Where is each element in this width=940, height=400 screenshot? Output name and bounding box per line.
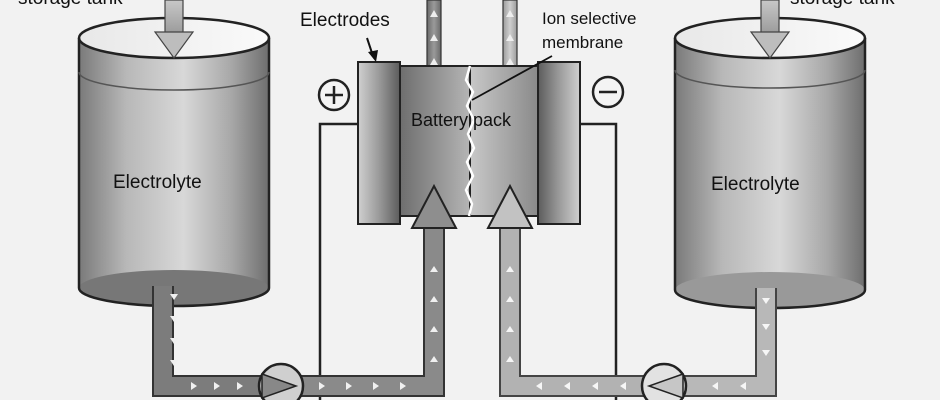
electrodes-label: Electrodes — [300, 10, 390, 31]
battery-pack — [399, 65, 539, 217]
left-inflow-arrow-icon — [410, 183, 458, 229]
top-return-pipes — [426, 0, 518, 85]
external-circuit-wires — [318, 122, 618, 400]
right-electrolyte-pipe — [486, 183, 777, 397]
right-pump-icon — [640, 362, 688, 400]
left-tank-inflow-arrow — [153, 0, 195, 60]
membrane-pointer-line — [471, 55, 553, 101]
electrodes-pointer-arrow — [366, 37, 378, 62]
right-inflow-arrow-icon — [486, 183, 534, 229]
left-storage-tank — [77, 16, 271, 308]
plus-circle-icon — [317, 78, 351, 112]
minus-circle-icon — [591, 75, 625, 109]
left-electrolyte-label: Electrolyte — [113, 172, 202, 193]
left-electrolyte-pipe — [152, 183, 458, 397]
electrodes — [357, 61, 581, 225]
left-pump-icon — [257, 362, 305, 400]
battery-pack-label: Battery pack — [411, 110, 512, 130]
right-tank-inflow-arrow — [749, 0, 791, 60]
membrane-label-line2: membrane — [542, 33, 624, 52]
ion-selective-membrane — [464, 65, 476, 217]
membrane-label-line1: Ion selective — [542, 9, 637, 28]
left-storage-tank-label: storage tank — [18, 0, 123, 10]
right-storage-tank — [673, 16, 867, 310]
right-storage-tank-label: storage tank — [790, 0, 895, 10]
right-electrolyte-label: Electrolyte — [711, 174, 800, 195]
